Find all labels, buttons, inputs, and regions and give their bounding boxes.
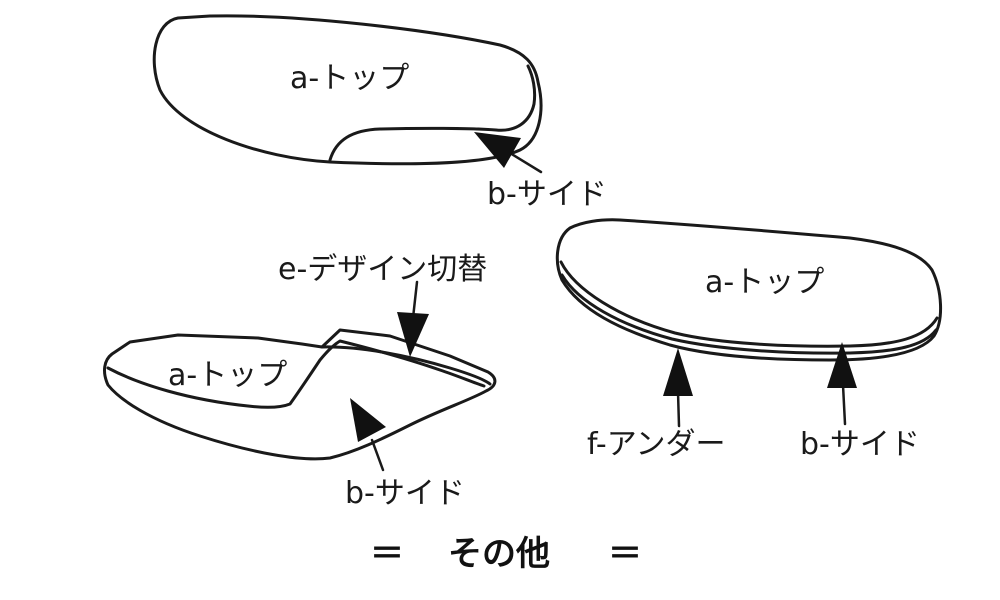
footer-left-mark: ＝ [370,534,404,574]
seat-1-side-arrow-head [474,132,521,168]
seat-1-side-panel-seam [328,64,537,162]
seat-3-top-label: a-トップ [705,265,824,300]
seat-2-top-panel-seam [106,339,486,409]
seat-2-design-arrow-shaft [411,280,419,320]
seat-1-side-label: b-サイド [487,177,607,212]
seat-3-under-arrow-shaft [676,390,681,428]
seat-2-design-seam [320,345,492,386]
seat-3-side-seam [559,260,939,348]
seat-2-side-arrow-head [350,398,386,442]
footer-right-mark: ＝ [608,534,642,574]
seat-2-side-arrow-shaft [370,438,385,472]
seat-3-side-arrow-head [827,342,857,388]
seat-3-side-label: b-サイド [800,427,920,462]
footer: ＝ その他 ＝ [370,534,642,574]
seat-2-side-label: b-サイド [345,476,465,511]
seat-2-top-label: a-トップ [168,358,287,393]
seat-3: a-トップ f-アンダー b-サイド [555,218,943,462]
seat-2-design-arrow-head [397,312,429,357]
seat-3-under-label: f-アンダー [587,427,726,462]
seat-2-design-label: e-デザイン切替 [278,252,487,287]
seat-3-under-arrow-head [663,348,693,396]
seat-2-outline [103,328,497,461]
seat-3-side-arrow-shaft [841,383,847,426]
seat-1-top-label: a-トップ [290,61,409,96]
footer-title: その他 [448,534,550,574]
seat-3-under-seam [560,273,938,355]
seat-2: a-トップ e-デザイン切替 b-サイド [103,252,497,511]
seat-1: a-トップ b-サイド [152,14,607,212]
